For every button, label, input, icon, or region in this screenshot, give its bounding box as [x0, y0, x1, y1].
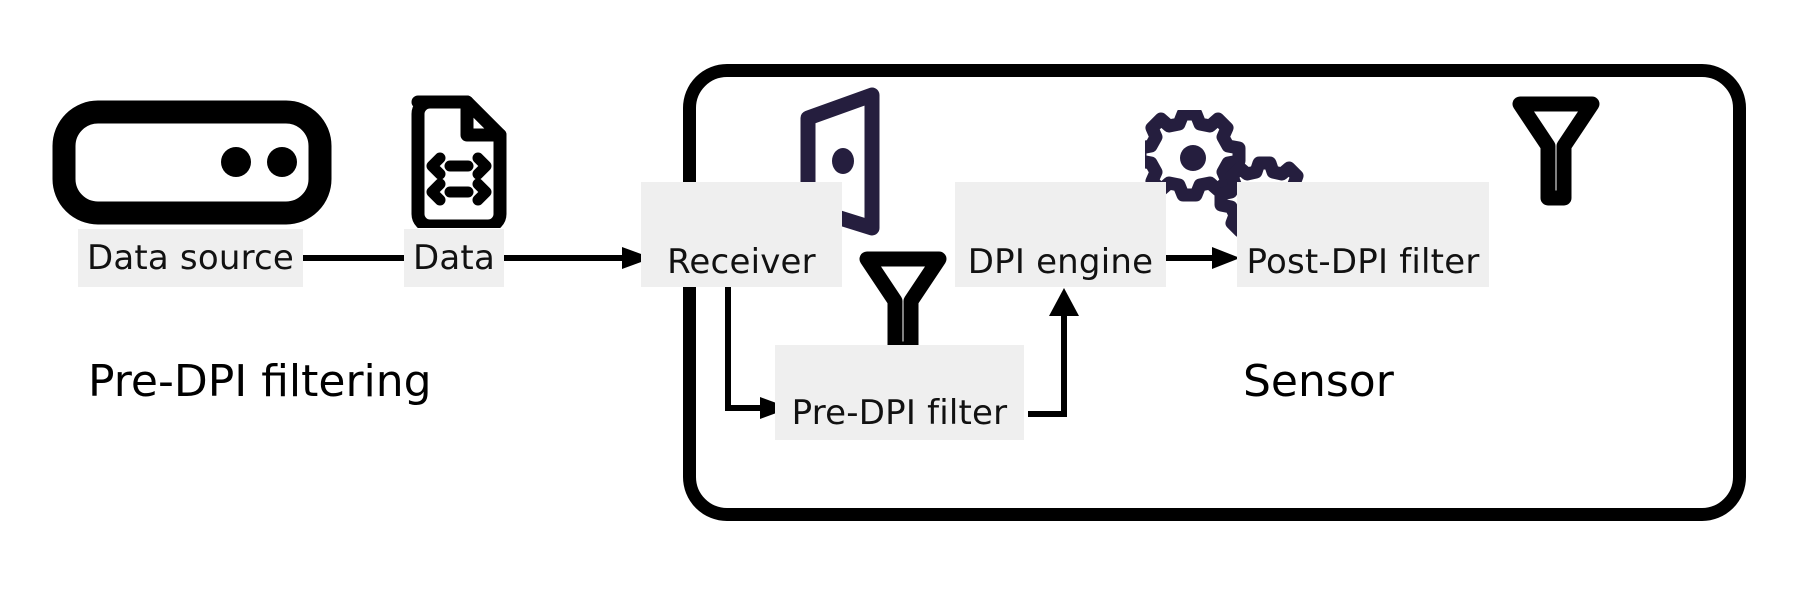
node-label-dpi-engine[interactable]: DPI engine [955, 182, 1166, 287]
edge-pre-dpi-filter-to-dpi-engine [1028, 288, 1108, 420]
server-icon [52, 100, 332, 225]
node-label-text: Pre-DPI filter [791, 393, 1008, 433]
node-label-text: Data source [86, 238, 295, 278]
file-data-icon [404, 88, 514, 228]
node-label-receiver[interactable]: Receiver [641, 182, 842, 287]
edge-dpi-engine-to-post-dpi-filter [1166, 245, 1240, 271]
edge-data-to-receiver [504, 245, 652, 271]
edge-source-to-data [303, 252, 411, 264]
node-label-text: Post-DPI filter [1246, 242, 1480, 282]
node-label-text: Receiver [667, 242, 816, 282]
caption-text: Pre-DPI filtering [88, 356, 432, 407]
sensor-container-box [683, 64, 1746, 521]
node-label-post-dpi-filter[interactable]: Post-DPI filter [1237, 182, 1489, 287]
funnel-icon-post [1508, 90, 1604, 215]
node-label-pre-dpi-filter[interactable]: Pre-DPI filter [775, 345, 1024, 440]
caption-pre-dpi-filtering: Pre-DPI filtering [88, 360, 432, 404]
node-label-text: DPI engine [967, 242, 1154, 282]
node-label-data-source[interactable]: Data source [78, 229, 303, 287]
caption-text: Sensor [1243, 356, 1394, 407]
caption-sensor: Sensor [1243, 360, 1394, 404]
node-label-data[interactable]: Data [404, 229, 504, 287]
node-label-text: Data [413, 238, 495, 278]
